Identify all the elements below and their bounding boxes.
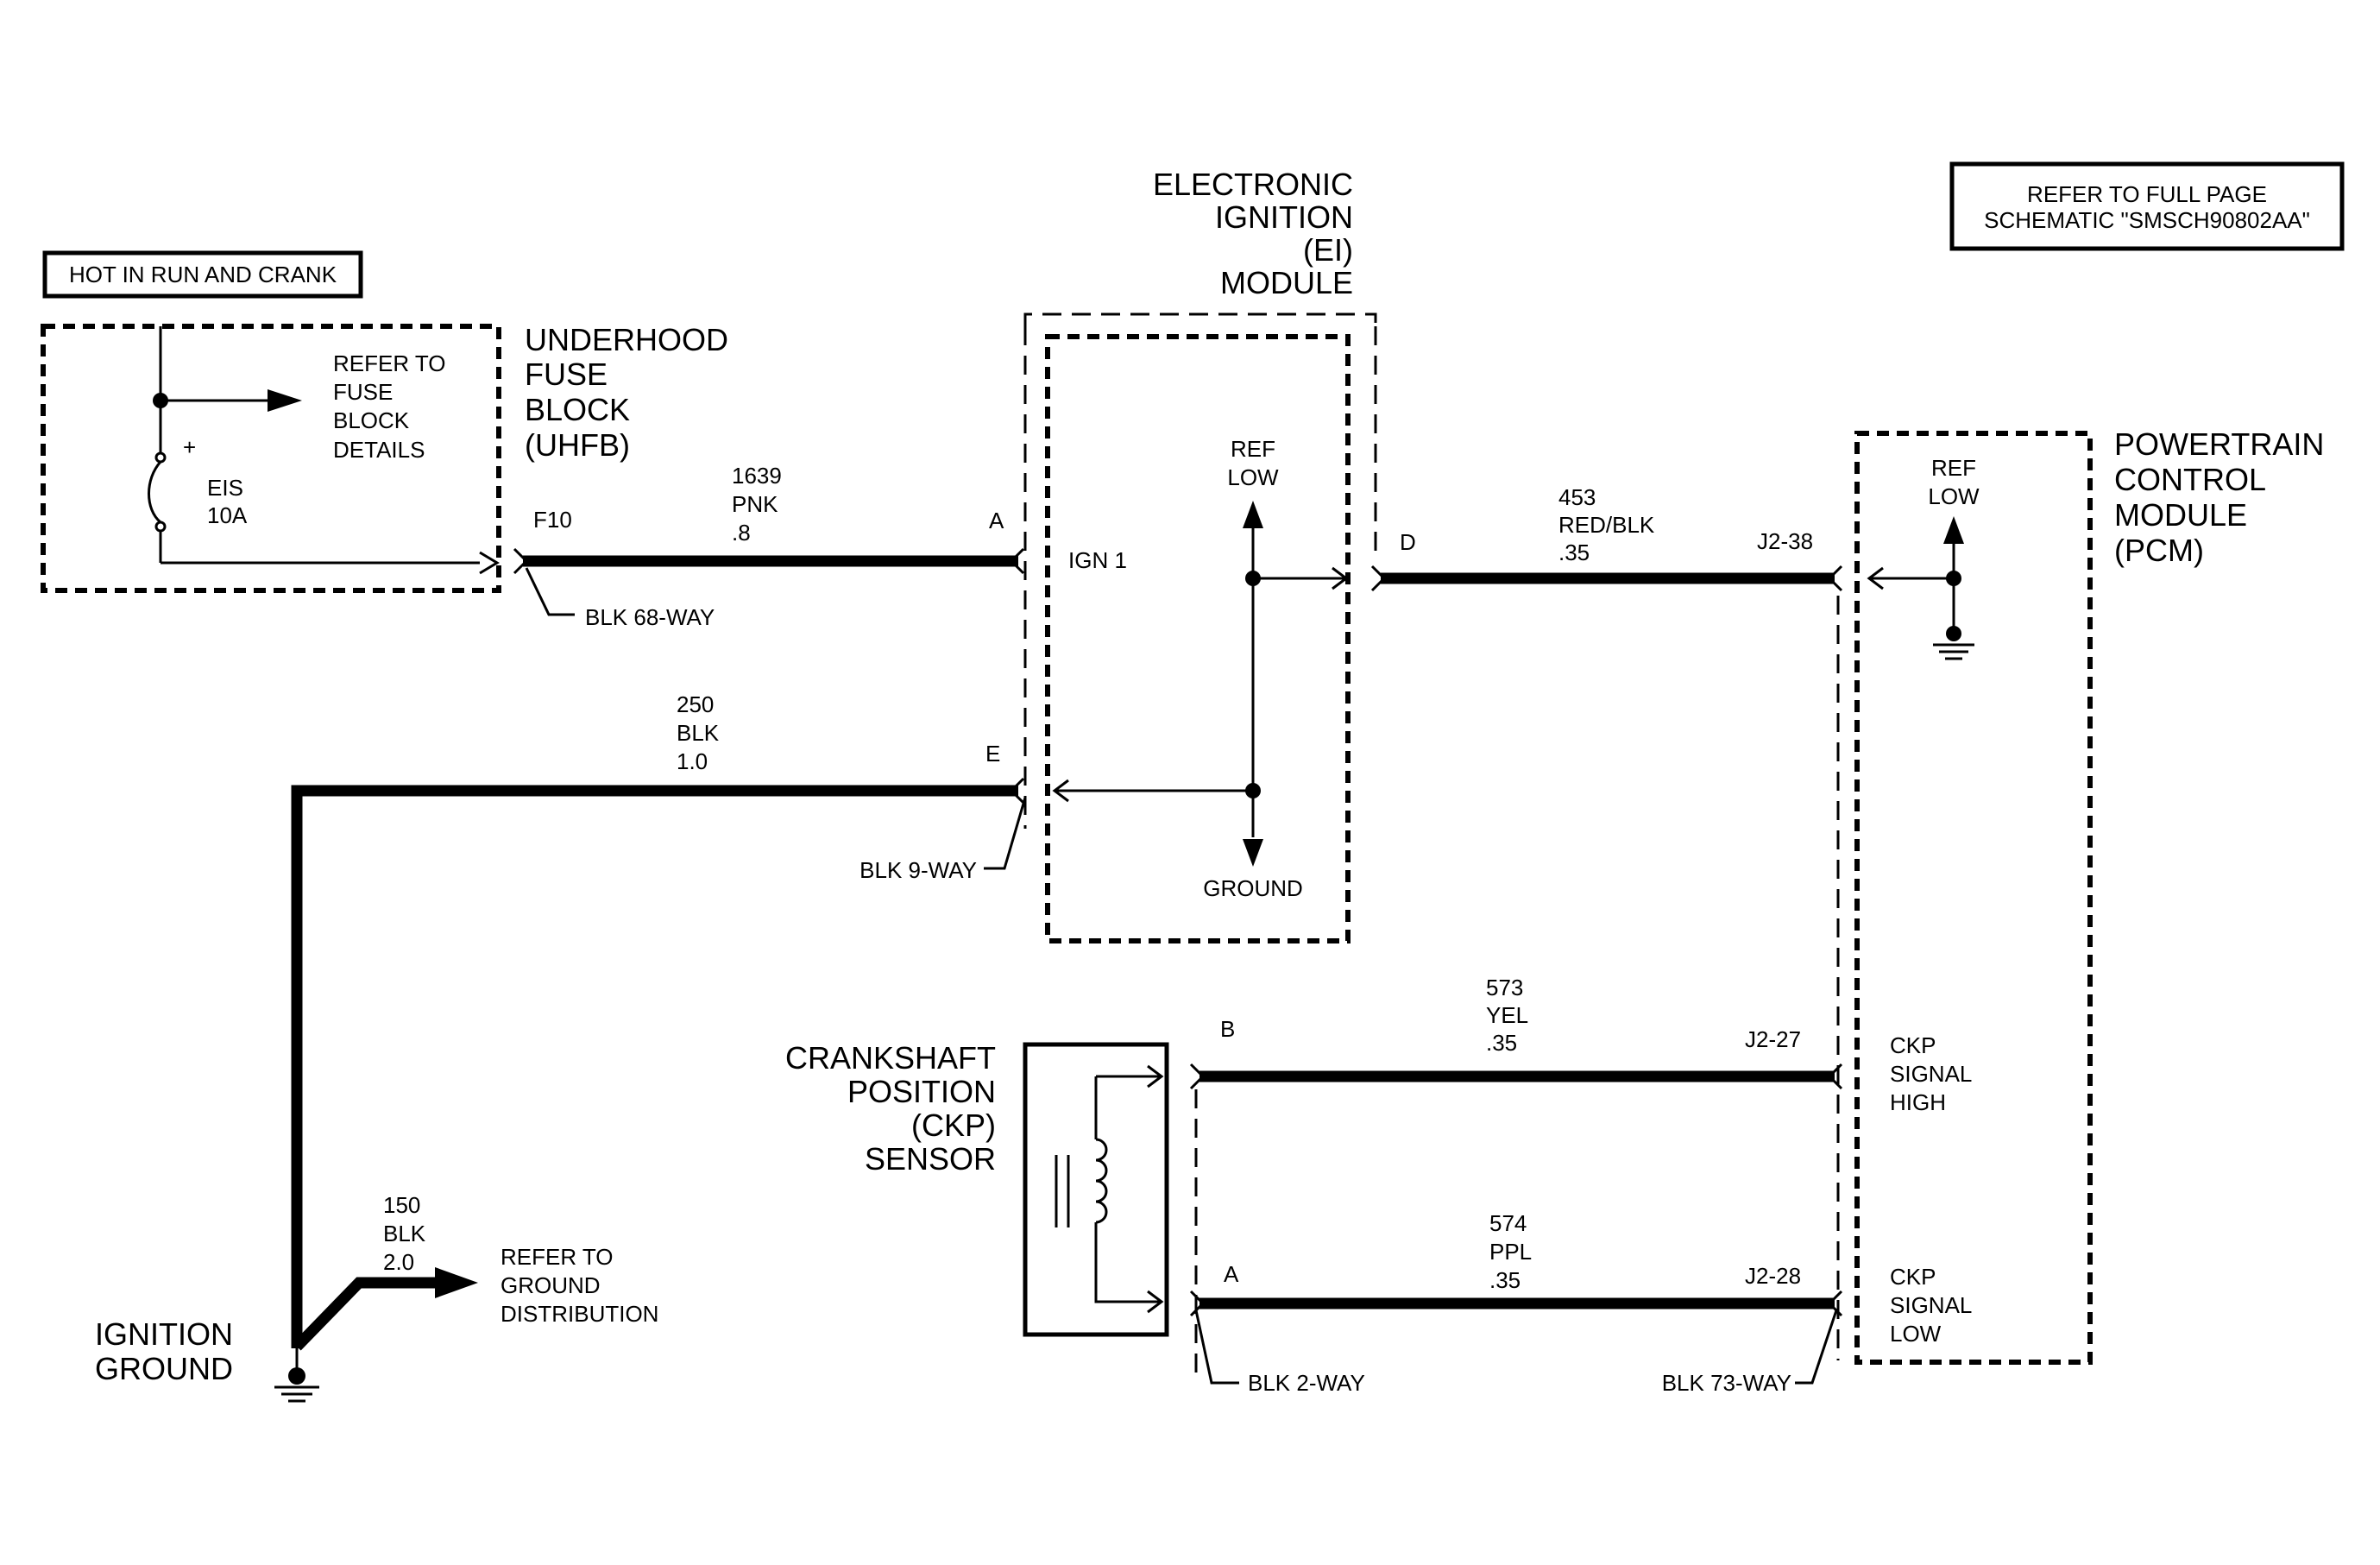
svg-text:DISTRIBUTION: DISTRIBUTION (501, 1301, 658, 1327)
svg-text:BLK: BLK (677, 720, 720, 746)
wire-573: B 573 YEL .35 J2-27 (1189, 975, 1843, 1090)
refer-arrow-icon (268, 389, 302, 412)
svg-text:1639: 1639 (732, 463, 782, 489)
svg-text:CRANKSHAFT: CRANKSHAFT (785, 1040, 996, 1076)
wire-250: 250 BLK 1.0 E BLK 9-WAY (291, 691, 1027, 1348)
svg-text:LOW: LOW (1227, 464, 1279, 490)
svg-text:BLOCK: BLOCK (525, 392, 630, 427)
svg-text:CONTROL: CONTROL (2114, 462, 2266, 497)
svg-text:REFER TO: REFER TO (501, 1244, 614, 1270)
fuse-polarity: + (183, 434, 196, 460)
ground-dist-arrow-icon (435, 1267, 478, 1298)
svg-text:FUSE: FUSE (525, 357, 608, 392)
uhfb-connector: BLK 68-WAY (585, 604, 715, 630)
terminal-b-ckp: B (1220, 1016, 1235, 1042)
svg-text:REFER TO: REFER TO (333, 350, 446, 376)
svg-text:CKP: CKP (1890, 1264, 1936, 1290)
svg-text:(PCM): (PCM) (2114, 533, 2204, 568)
svg-text:SENSOR: SENSOR (865, 1141, 996, 1177)
svg-text:GROUND: GROUND (501, 1272, 601, 1298)
svg-text:IGNITION: IGNITION (95, 1316, 233, 1352)
terminal-f10: F10 (533, 507, 572, 533)
powertrain-control-module: POWERTRAIN CONTROL MODULE (PCM) REF LOW … (1836, 426, 2324, 1365)
wire-150: 150 BLK 2.0 REFER TO GROUND DISTRIBUTION (293, 1192, 658, 1351)
svg-text:150: 150 (383, 1192, 420, 1218)
svg-text:RED/BLK: RED/BLK (1558, 512, 1655, 538)
terminal-d-ei: D (1400, 529, 1416, 555)
svg-text:1.0: 1.0 (677, 748, 708, 774)
terminal-e-ei: E (985, 741, 1000, 767)
wire-1639: F10 1639 PNK .8 A BLK 68-WAY (513, 463, 1025, 630)
svg-text:MODULE: MODULE (1220, 265, 1353, 300)
svg-text:POSITION: POSITION (847, 1074, 996, 1109)
ei-module: ELECTRONIC IGNITION (EI) MODULE IGN 1 RE… (1023, 167, 1377, 943)
svg-text:BLK: BLK (383, 1221, 426, 1246)
coil-icon (1095, 1138, 1108, 1224)
svg-text:MODULE: MODULE (2114, 497, 2247, 533)
wire-453: D 453 RED/BLK .35 J2-38 (1370, 484, 1843, 592)
svg-text:SIGNAL: SIGNAL (1890, 1061, 1972, 1087)
refer-schematic-box: REFER TO FULL PAGE SCHEMATIC "SMSCH90802… (1949, 161, 2345, 251)
svg-text:FUSE: FUSE (333, 379, 393, 405)
ei-connector: BLK 9-WAY (859, 857, 977, 883)
svg-text:(EI): (EI) (1303, 232, 1353, 268)
fuse-output-arrow-icon (479, 551, 500, 575)
svg-text:573: 573 (1486, 975, 1523, 1000)
pin-j2-28: J2-28 (1745, 1263, 1801, 1289)
terminal-a-ckp: A (1224, 1261, 1239, 1287)
ei-ground-label: GROUND (1203, 875, 1303, 901)
ckp-sensor: CRANKSHAFT POSITION (CKP) SENSOR (785, 1040, 1198, 1381)
svg-text:YEL: YEL (1486, 1002, 1528, 1028)
svg-text:(UHFB): (UHFB) (525, 427, 630, 463)
pcm-ref-arrow-icon (1943, 516, 1964, 544)
svg-text:IGNITION: IGNITION (1215, 199, 1353, 235)
svg-text:REF: REF (1231, 436, 1275, 462)
svg-text:2.0: 2.0 (383, 1249, 414, 1275)
uhfb-title-1: UNDERHOOD (525, 322, 728, 357)
svg-text:POWERTRAIN: POWERTRAIN (2114, 426, 2324, 462)
svg-text:SIGNAL: SIGNAL (1890, 1292, 1972, 1318)
pcm-connector: BLK 73-WAY (1662, 1370, 1791, 1396)
ignition-ground: IGNITION GROUND (95, 1316, 319, 1403)
svg-text:PPL: PPL (1489, 1239, 1532, 1265)
hot-in-run-label: HOT IN RUN AND CRANK (42, 250, 363, 299)
svg-text:DETAILS: DETAILS (333, 437, 425, 463)
svg-text:.35: .35 (1486, 1030, 1517, 1056)
wire-574: A 574 PPL .35 J2-28 BLK 2-WAY BLK 73-WAY (1189, 1210, 1843, 1396)
svg-text:453: 453 (1558, 484, 1596, 510)
fuse-rating: 10A (207, 502, 248, 528)
refer-schematic-line1: REFER TO FULL PAGE (2027, 181, 2267, 207)
svg-text:ELECTRONIC: ELECTRONIC (1153, 167, 1353, 202)
underhood-fuse-block: + EIS 10A REFER TO FUSE BLOCK DETAILS UN… (41, 322, 728, 593)
ckp-connector: BLK 2-WAY (1248, 1370, 1365, 1396)
svg-text:250: 250 (677, 691, 714, 717)
pin-j2-27: J2-27 (1745, 1026, 1801, 1052)
svg-text:(CKP): (CKP) (911, 1107, 996, 1143)
svg-text:CKP: CKP (1890, 1032, 1936, 1058)
ign1-label: IGN 1 (1068, 547, 1127, 573)
terminal-a-ei: A (989, 508, 1004, 533)
svg-text:LOW: LOW (1928, 483, 1980, 509)
svg-text:REF: REF (1931, 455, 1976, 481)
svg-text:.35: .35 (1489, 1267, 1521, 1293)
svg-text:GROUND: GROUND (95, 1351, 233, 1386)
svg-text:.8: .8 (732, 520, 751, 546)
ref-low-arrow-icon (1243, 501, 1263, 528)
svg-text:BLOCK: BLOCK (333, 407, 410, 433)
fuse-name: EIS (207, 475, 243, 501)
ground-arrow-icon (1243, 839, 1263, 867)
pin-j2-38: J2-38 (1757, 528, 1813, 554)
refer-schematic-line2: SCHEMATIC "SMSCH90802AA" (1984, 207, 2310, 233)
svg-text:PNK: PNK (732, 491, 778, 517)
svg-text:574: 574 (1489, 1210, 1527, 1236)
svg-text:.35: .35 (1558, 540, 1590, 565)
svg-text:HOT IN RUN AND CRANK: HOT IN RUN AND CRANK (69, 262, 337, 287)
svg-text:LOW: LOW (1890, 1321, 1942, 1347)
fuse-icon (148, 460, 162, 524)
svg-text:HIGH: HIGH (1890, 1089, 1946, 1115)
